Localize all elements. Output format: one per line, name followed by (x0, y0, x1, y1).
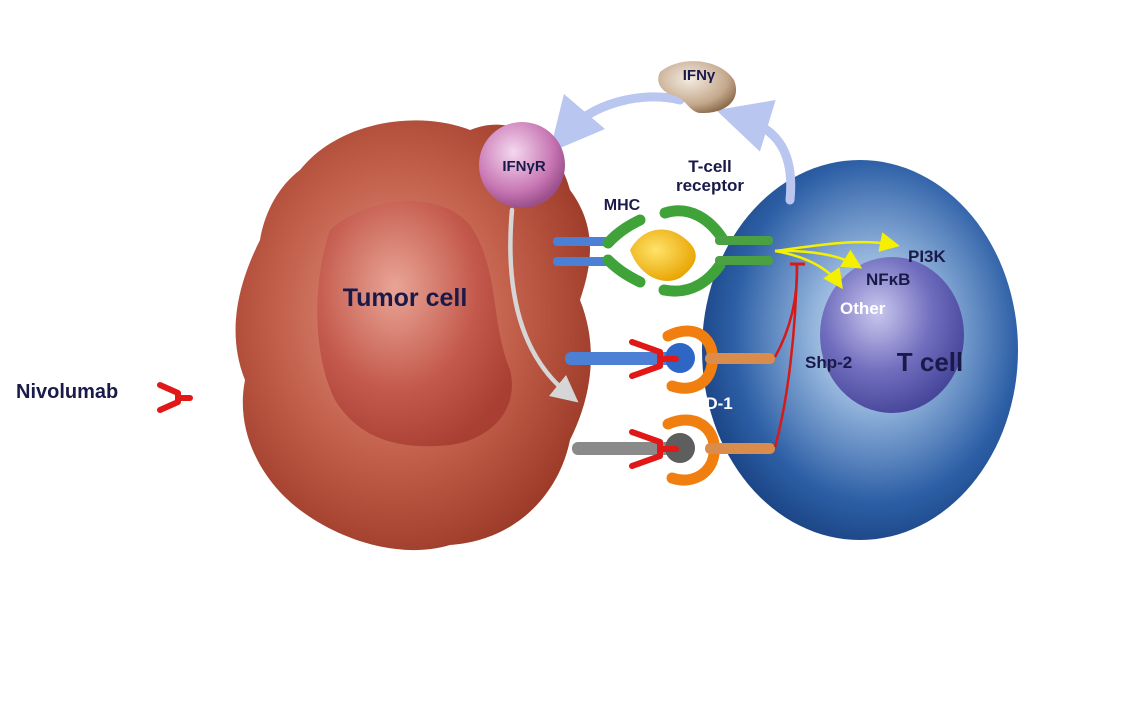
label-pd1-bottom: D-1 (708, 479, 735, 498)
label-pdl1-bottom: PD-L (596, 407, 634, 424)
label-mhc: MHC (604, 197, 641, 214)
pd1-stalk (705, 443, 775, 454)
pdl1-molecule (565, 352, 680, 365)
signaling-arrows (774, 232, 900, 290)
mhc-arm (602, 214, 646, 249)
tcr-arm (659, 205, 728, 244)
arrow-tcell-to-ifng (716, 100, 796, 205)
mhc-arm (602, 254, 646, 288)
label-other: Other (840, 299, 886, 318)
tumor-cell (235, 120, 591, 551)
pdl1-pd1-pair-top (565, 325, 775, 394)
inhibition-lines (773, 262, 805, 448)
nivolumab-bound (629, 339, 679, 379)
mhc-stalk (553, 257, 615, 266)
label-pd1-top: PD-1 (694, 394, 733, 413)
pd1-stalk (705, 353, 775, 364)
ifng-molecule (658, 61, 737, 114)
mhc-tcr-complex (553, 205, 773, 297)
pdl1-molecule (572, 442, 680, 455)
arrow-ifng-to-ifngr (549, 92, 685, 153)
label-tcr-line2: receptor (676, 176, 744, 195)
label-ifng: IFNγ (683, 67, 716, 84)
ifngr-receptor (479, 122, 565, 208)
label-pdl1-top: PD- (593, 325, 621, 342)
pdl1-pd1-pair-bottom (572, 414, 775, 486)
tcr-stalk (715, 236, 773, 245)
label-shp2: Shp-2 (805, 353, 852, 372)
tcr-arm (658, 259, 726, 297)
nivolumab-bound (629, 429, 679, 469)
arrow-ifngr-to-pdl1 (508, 207, 579, 403)
mhc-stalk (553, 237, 615, 246)
pd1-molecule (662, 325, 719, 394)
t-cell-nucleus (820, 257, 964, 413)
label-nivolumab: Nivolumab (16, 381, 118, 403)
tcr-stalk (715, 256, 773, 265)
label-tcr-line1: T-cell (688, 157, 731, 176)
antigen (630, 229, 696, 281)
pd1-molecule (662, 414, 720, 486)
tumor-nucleus (317, 201, 512, 447)
label-ifngr: IFNγR (502, 158, 546, 175)
label-nfkb: NFκB (866, 270, 910, 289)
nivolumab-legend-icon (157, 382, 193, 413)
label-pi3k: PI3K (908, 247, 947, 266)
label-t-cell: T cell (897, 347, 963, 377)
label-tumor-cell: Tumor cell (343, 284, 468, 312)
t-cell (702, 160, 1018, 540)
